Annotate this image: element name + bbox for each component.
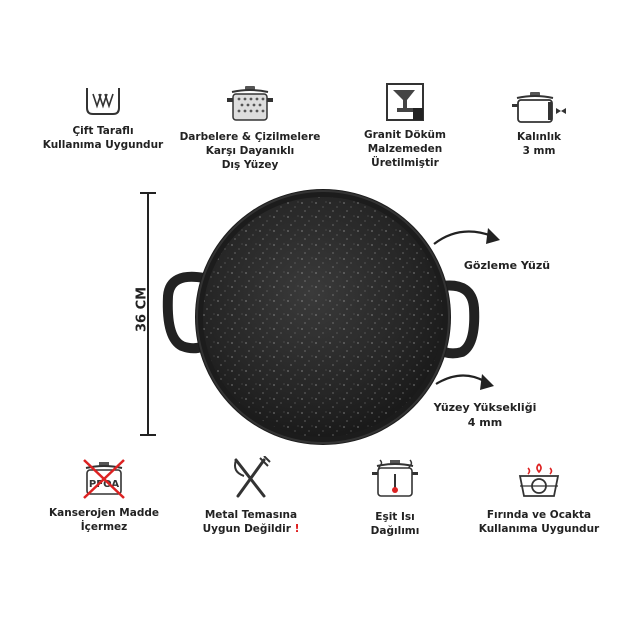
- dimension-cap-top: [140, 192, 156, 194]
- fork-knife-icon: [234, 456, 271, 498]
- dimension-line: [147, 193, 149, 436]
- callout-surface: Gözleme Yüzü: [463, 259, 551, 272]
- feature-scratch-resistant: Darbelere & Çizilmelere Karşı Dayanıklı …: [170, 84, 330, 172]
- feature-thickness-label: Kalınlık 3 mm: [516, 131, 562, 157]
- feature-no-pfoa: PFOA Kanserojen Madde İçermez: [34, 456, 174, 534]
- no-pfoa-icon: PFOA: [83, 459, 125, 499]
- feature-oven-stove: Fırında ve Ocakta Kullanıma Uygundur: [466, 462, 612, 536]
- dimension-cap-bottom: [140, 434, 156, 436]
- feature-even-heat-label: Eşit Isı Dağılımı: [370, 511, 420, 537]
- granite-pan-image: [162, 189, 480, 445]
- feature-granite-casting: Granit Döküm Malzemeden Üretilmiştir: [340, 82, 470, 170]
- double-sided-pan-icon: [86, 88, 120, 115]
- thickness-pot-icon: [512, 92, 566, 123]
- feature-even-heat: Eşit Isı Dağılımı: [340, 456, 450, 538]
- feature-no-metal: Metal Temasına Uygun Değildir !: [186, 456, 316, 536]
- feature-double-sided-label: Çift Taraflı Kullanıma Uygundur: [42, 125, 164, 151]
- arrow-surface: [433, 228, 500, 245]
- gas-burner-icon: [518, 463, 560, 497]
- heat-distribution-pot-icon: [372, 459, 418, 497]
- feature-thickness: Kalınlık 3 mm: [484, 90, 594, 158]
- pan-handle-right: [433, 280, 480, 359]
- feature-oven-stove-label: Fırında ve Ocakta Kullanıma Uygundur: [478, 509, 600, 535]
- granite-casting-icon: [386, 83, 424, 121]
- dimension-label: 36 CM: [134, 286, 150, 333]
- feature-double-sided: Çift Taraflı Kullanıma Uygundur: [38, 84, 168, 152]
- feature-no-pfoa-label: Kanserojen Madde İçermez: [49, 507, 159, 533]
- feature-scratch-resistant-label: Darbelere & Çizilmelere Karşı Dayanıklı …: [179, 131, 321, 171]
- pfoa-badge-text: PFOA: [89, 479, 119, 490]
- feature-granite-casting-label: Granit Döküm Malzemeden Üretilmiştir: [364, 129, 446, 169]
- textured-pot-icon: [227, 86, 273, 121]
- pan-handle-left: [162, 271, 214, 354]
- alert-exclamation-icon: !: [294, 523, 300, 535]
- arrow-height: [435, 374, 494, 390]
- callout-height: Yüzey Yüksekliği 4 mm: [433, 401, 537, 429]
- feature-no-metal-label: Metal Temasına Uygun Değildir !: [202, 509, 300, 535]
